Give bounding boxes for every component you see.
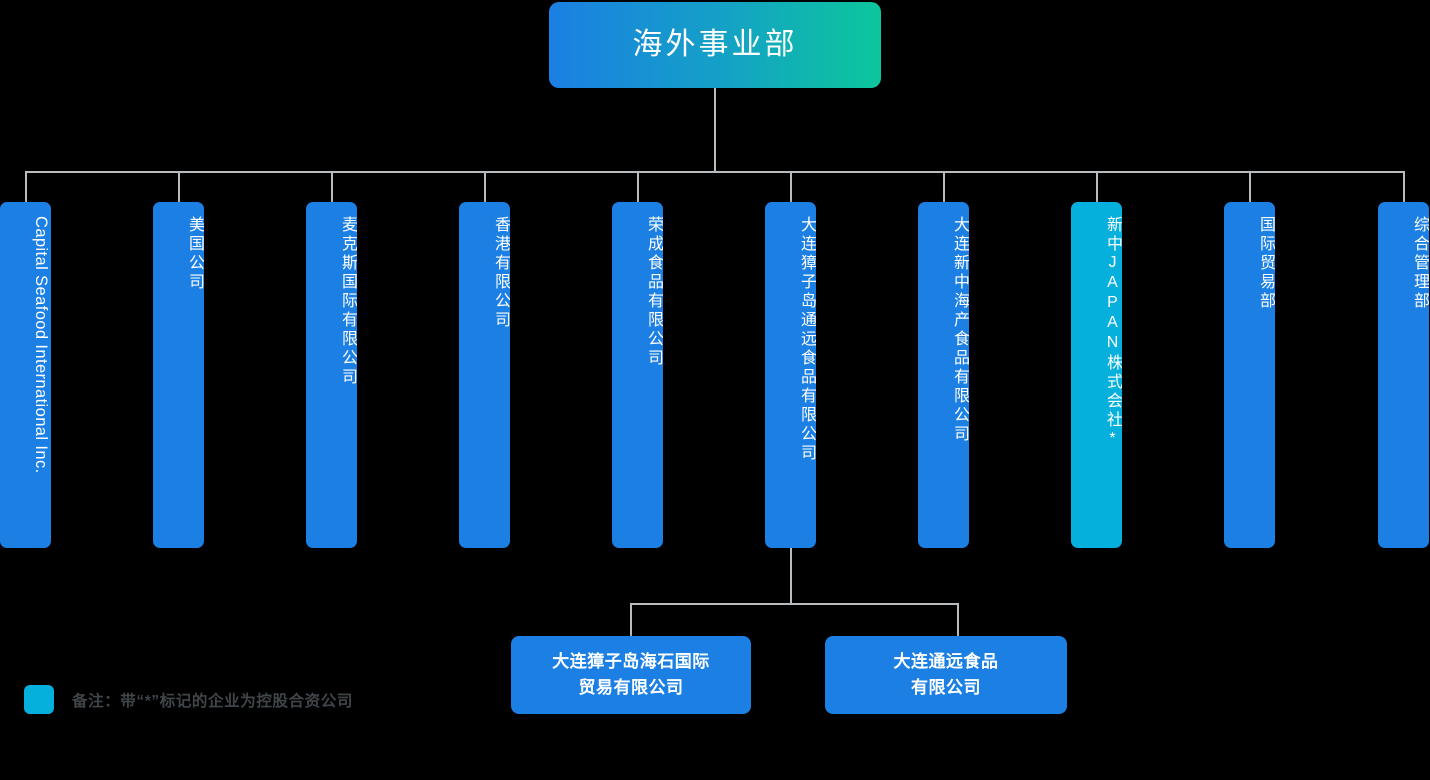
connector-drop-col-4 [637, 171, 639, 203]
connector-drop-col-3 [484, 171, 486, 203]
org-node-label: 香港有限公司 [492, 216, 509, 330]
connector-drop-col-7 [1096, 171, 1098, 203]
root-node-overseas-division[interactable]: 海外事业部 [549, 2, 881, 88]
org-node-dalian-xinzhong-seafood[interactable]: 大连新中海产食品有限公司 [918, 202, 969, 548]
connector-drop-col-5 [790, 171, 792, 203]
legend-color-swatch [24, 685, 54, 714]
org-node-label: 大连新中海产食品有限公司 [951, 216, 968, 444]
connector-main-bus [25, 171, 1405, 173]
legend-note-text: 备注：带“*”标记的企业为控股合资公司 [72, 692, 353, 710]
connector-drop-col-1 [178, 171, 180, 203]
connector-drop-sub-1 [957, 603, 959, 636]
org-node-label: 大连獐子岛通远食品有限公司 [798, 216, 815, 463]
org-node-capital-seafood-international[interactable]: Capital Seafood International Inc. [0, 202, 51, 548]
org-node-xinzhong-japan-kk[interactable]: 新中JAPAN株式会社* [1071, 202, 1122, 548]
org-node-dalian-zhangzidao-haishi-trading[interactable]: 大连獐子岛海石国际 贸易有限公司 [511, 636, 751, 714]
org-node-general-management-dept[interactable]: 综合管理部 [1378, 202, 1429, 548]
connector-drop-col-9 [1403, 171, 1405, 203]
root-node-label: 海外事业部 [632, 28, 798, 61]
connector-drop-col-8 [1249, 171, 1251, 203]
org-node-label: 国际贸易部 [1257, 216, 1274, 311]
org-node-usa-company[interactable]: 美国公司 [153, 202, 204, 548]
connector-sub-bus [630, 603, 959, 605]
org-node-label: Capital Seafood International Inc. [32, 216, 50, 474]
connector-drop-sub-0 [630, 603, 632, 636]
org-node-maxcess-international[interactable]: 麦克斯国际有限公司 [306, 202, 357, 548]
org-node-label: 大连通远食品 有限公司 [893, 651, 999, 697]
connector-root-drop [714, 88, 716, 172]
org-node-hongkong-limited[interactable]: 香港有限公司 [459, 202, 510, 548]
org-node-label: 麦克斯国际有限公司 [339, 216, 356, 387]
org-node-dalian-zhangzidao-tongyuan-food[interactable]: 大连獐子岛通远食品有限公司 [765, 202, 816, 548]
connector-drop-col-6 [943, 171, 945, 203]
connector-drop-col-2 [331, 171, 333, 203]
org-node-label: 荣成食品有限公司 [645, 216, 662, 368]
connector-drop-col-0 [25, 171, 27, 203]
connector-sub-parent-drop [790, 548, 792, 604]
org-node-international-trade-dept[interactable]: 国际贸易部 [1224, 202, 1275, 548]
org-node-rongcheng-food[interactable]: 荣成食品有限公司 [612, 202, 663, 548]
org-node-label: 大连獐子岛海石国际 贸易有限公司 [552, 651, 710, 697]
org-node-dalian-tongyuan-food[interactable]: 大连通远食品 有限公司 [825, 636, 1067, 714]
org-node-label: 美国公司 [186, 216, 203, 292]
legend: 备注：带“*”标记的企业为控股合资公司 [24, 685, 353, 714]
org-node-label: 综合管理部 [1411, 216, 1428, 311]
org-node-label: 新中JAPAN株式会社* [1104, 216, 1121, 450]
